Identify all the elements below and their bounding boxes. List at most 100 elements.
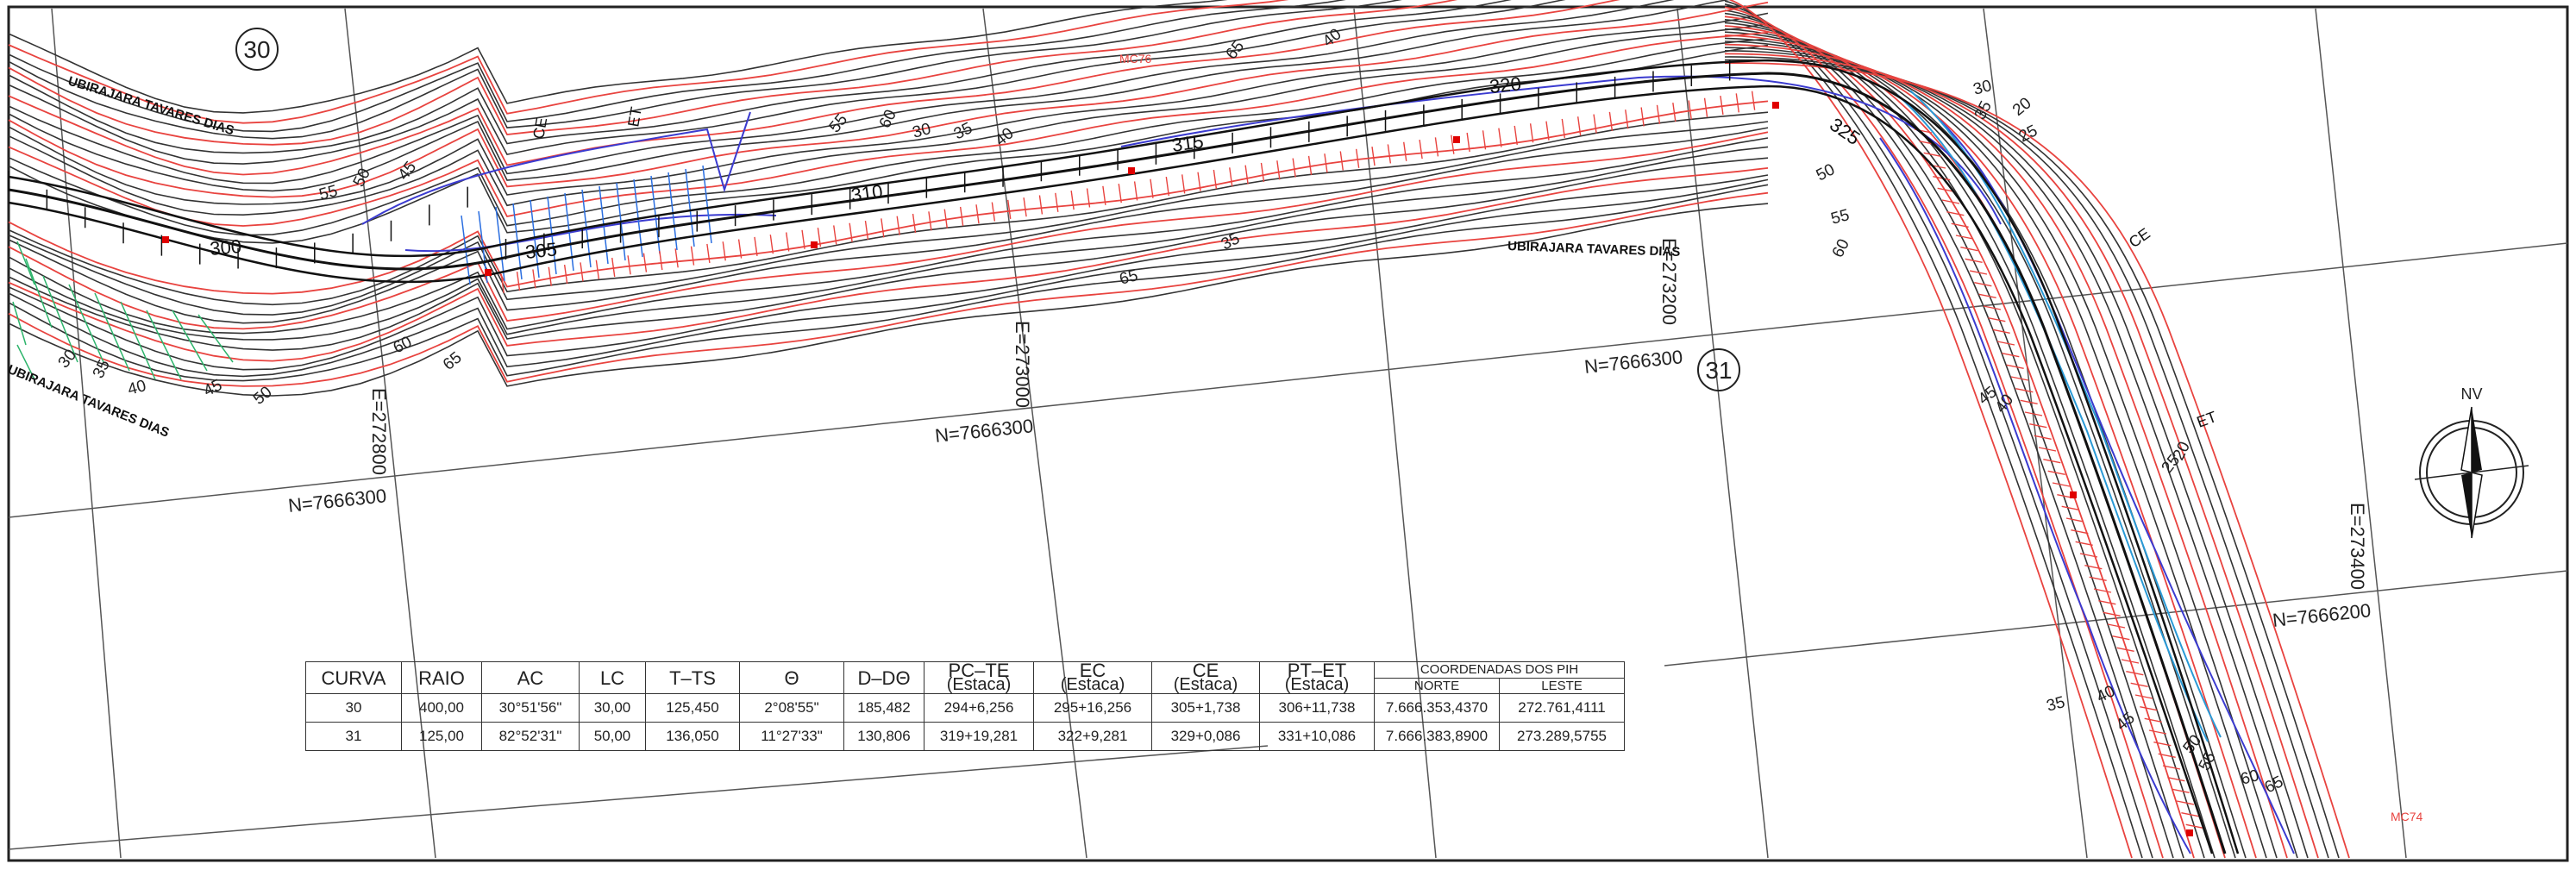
hatch-stroke [785,232,790,252]
hatch-stroke [2084,564,2103,570]
north-arrow: NV [2414,385,2529,539]
hatch-stroke [595,260,600,279]
cell: 322+9,281 [1033,722,1152,751]
hatch-stroke [1213,169,1218,190]
contour-line [1724,25,2226,859]
hatch-stroke [1640,107,1645,127]
hatch-stroke [1965,258,1983,264]
hatch-stroke [2089,576,2107,582]
cell: 2°08'55" [739,693,844,723]
cell: 295+16,256 [1033,693,1152,723]
cell: 294+6,256 [924,693,1034,723]
hatch-stroke [1703,97,1708,117]
benchmark-label: MC76 [1119,52,1152,66]
hatch-stroke [580,262,584,282]
hatch-stroke [2162,765,2181,770]
contour-line [1724,6,2164,859]
hatch-stroke [516,272,521,291]
contour-elevation-label: 60 [2239,767,2261,789]
hatch-stroke [754,236,758,256]
grid-northing-label: N=7666300 [1583,346,1683,378]
hatch-stroke [1946,210,1965,216]
hatch-stroke [1656,104,1661,124]
hatch-stroke [769,235,774,254]
cell: 273.289,5755 [1499,722,1625,751]
contour-elevation-label: 55 [317,182,340,204]
hatch-stroke [817,228,822,247]
hatch-stroke [928,211,932,231]
hatch-stroke [1561,118,1566,139]
station-label: 320 [1489,72,1522,97]
hatch-stroke [2116,647,2134,653]
table-row: 31 125,00 82°52'31" 50,00 136,050 11°27'… [305,722,1625,751]
contour-line [8,31,1769,227]
hatch-stroke [1978,293,1996,299]
hatch-stroke [1419,139,1423,160]
grid-easting-label: E=272800 [368,388,390,475]
hatch-stroke [2185,823,2203,829]
hatch-stroke [690,246,695,266]
hatch-stroke [737,239,743,259]
contour-elevation-label: 40 [1319,25,1345,51]
hatch-stroke [2130,682,2148,688]
table-header-row: CURVA RAIO AC LC T–TS Θ D–DΘ PC–TE(Estac… [305,660,1625,694]
header-lc: LC [579,661,646,694]
hatch-stroke [1735,93,1739,113]
curve-31-marker: 31 [1697,348,1740,391]
hatch-stroke [801,229,805,249]
cell: 30,00 [579,693,646,723]
contour-line [8,0,1566,165]
south-arrow-needle-half [2471,472,2483,539]
hatch-stroke [2144,717,2162,723]
hatch-stroke [1983,305,2002,310]
contour-line [8,0,1512,154]
cell: 136,050 [645,722,740,751]
hatch-stroke [611,257,616,278]
contour-elevation-label: 20 [2009,94,2035,120]
hatch-stroke [2010,376,2029,381]
header-curva: CURVA [305,661,402,694]
compass-axis [2414,465,2529,480]
hatch-stroke [991,202,996,222]
curve-number: 30 [243,36,270,63]
hatch-stroke [642,253,648,272]
header-pt-et-label: PT–ET [1287,660,1347,681]
hatch-stroke [1355,148,1360,168]
contour-elevation-label: 30 [911,120,933,142]
hatch-stroke [2079,553,2098,558]
north-arrow-needle [2472,407,2482,473]
contour-line [1724,37,2267,859]
station-ticks [8,59,1731,269]
hatch-stroke [1923,152,1941,158]
contour-line [8,174,1769,371]
contour-line [8,1,1769,198]
cell: 31 [305,722,402,751]
contour-line [1724,31,2247,859]
hatch-stroke [1387,144,1392,164]
control-point [485,269,492,276]
hatch-stroke [1593,114,1597,134]
embankment-hatch [500,91,2203,829]
hatch-stroke [1996,341,2015,346]
hatch-stroke [2061,505,2079,511]
control-point [2186,829,2193,836]
hatch-stroke [548,266,552,286]
cell: 305+1,738 [1151,693,1260,723]
north-arrow-needle-half [2460,406,2473,473]
hatch-stroke [706,243,711,264]
hatch-stroke [2034,435,2052,441]
hatch-stroke [1969,270,1988,275]
contour-line [8,121,1769,316]
header-ec: EC(Estaca) [1033,661,1152,694]
contour-line [8,137,1769,335]
header-pt-et-sub: (Estaca) [1284,675,1350,694]
control-point [1772,102,1779,109]
station-label: 310 [849,180,884,206]
road-alignment [8,59,2240,854]
hatch-stroke [563,264,568,285]
hatch-stroke [1466,132,1470,153]
grid-northing-label: N=7666300 [934,415,1034,447]
contour-line [8,0,1346,133]
contour-line [8,100,1769,295]
